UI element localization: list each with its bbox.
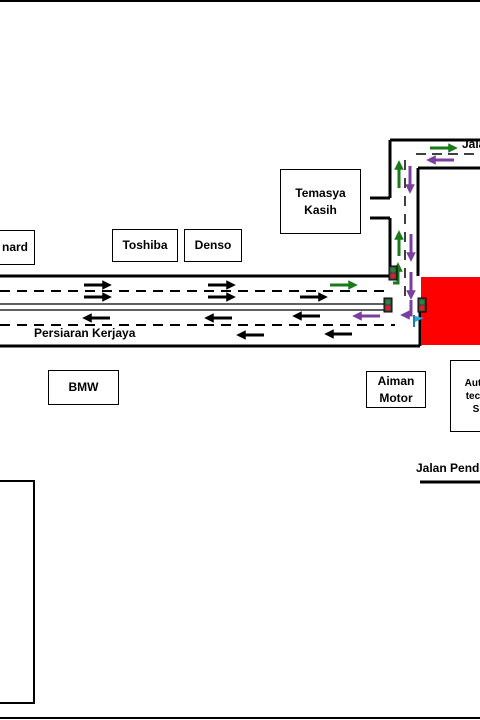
building-temasya-kasih: Temasya Kasih [280, 169, 361, 234]
building-aiman-motor: Aiman Motor [366, 371, 426, 408]
bottom-left-building [0, 480, 35, 704]
road-side-north [370, 138, 480, 346]
label-jalan-top: Jalan [462, 137, 480, 151]
label-temasya-kasih: Temasya Kasih [295, 186, 346, 217]
label-denso: Denso [194, 238, 232, 253]
traffic-light-icon [383, 297, 393, 313]
building-denso: Denso [184, 229, 242, 262]
building-toshiba: Toshiba [112, 229, 178, 262]
label-aiman-motor: Aiman Motor [377, 374, 415, 405]
label-jalan-pend: Jalan Pend [416, 461, 480, 475]
building-nard: nard [0, 230, 35, 265]
label-nard: nard [1, 240, 28, 255]
building-autotech: Auto tech S [450, 360, 480, 432]
label-autotech: Auto tech S [464, 377, 480, 415]
label-persiaran-kerjaya: Persiaran Kerjaya [34, 326, 136, 340]
building-bmw: BMW [48, 370, 119, 405]
road-persiaran-kerjaya [0, 274, 420, 348]
traffic-light-icon [417, 297, 427, 313]
route-green [330, 143, 458, 290]
traffic-light-icon [388, 265, 398, 281]
arrows-westbound [82, 311, 352, 340]
highlight-block [421, 277, 480, 345]
label-toshiba: Toshiba [122, 238, 168, 253]
label-bmw: BMW [68, 380, 99, 395]
route-purple [352, 155, 454, 321]
arrows-eastbound [84, 280, 328, 302]
flag-icon [413, 315, 424, 327]
